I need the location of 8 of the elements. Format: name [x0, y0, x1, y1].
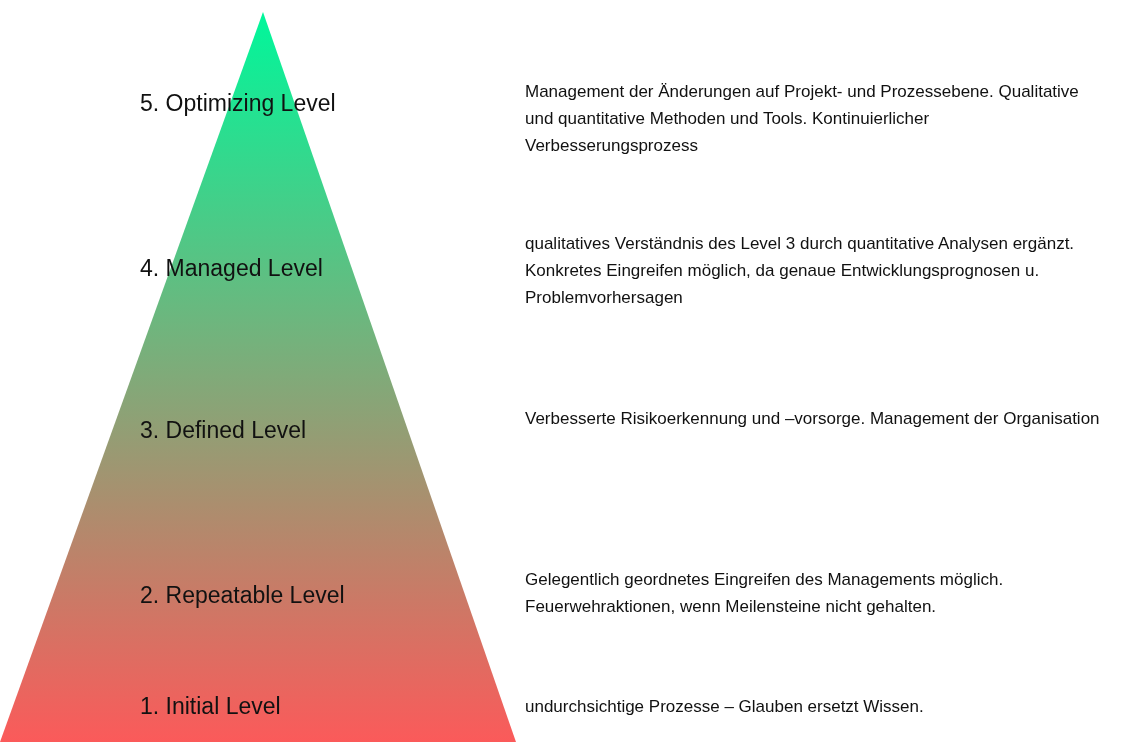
level-description: Management der Änderungen auf Projekt- und Prozessebene. Qualitative und quantitative Methoden und Tools. Kontinuierlicher Verbesserungsprozess — [525, 81, 1080, 157]
level-label: 3. Defined Level — [140, 417, 307, 443]
level-label: 2. Repeatable Level — [140, 582, 345, 608]
level-label: 1. Initial Level — [140, 693, 281, 719]
level-description: undurchsichtige Prozesse – Glauben ersetzt Wissen. — [525, 696, 925, 718]
level-description: qualitatives Verständnis des Level 3 durch quantitative Analysen ergänzt. Konkretes Eingreifen möglich, da genaue Entwicklungsprognosen u. Problemvorhersagen — [525, 233, 1076, 309]
level-description: Gelegentlich geordnetes Eingreifen des Managements möglich. Feuerwehraktionen, wenn Meilensteine nicht gehalten. — [525, 569, 1005, 618]
level-description: Verbesserte Risikoerkennung und –vorsorge. Management der Organisation — [525, 408, 1101, 430]
